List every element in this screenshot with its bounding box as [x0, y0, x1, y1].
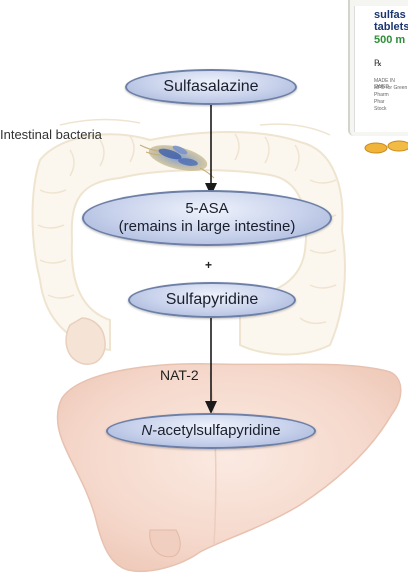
bottle-fine-print-1: MADE IN SWED: [374, 78, 395, 90]
medicine-bottle: sulfas tablets 500 m ℞ MADE IN SWED MFD …: [348, 0, 408, 138]
five-asa-text: 5-ASA: [185, 200, 229, 217]
intestine-haustra-lines: [37, 118, 337, 325]
bacteria-icon: [139, 144, 215, 179]
bottle-drug-name: sulfas: [374, 9, 406, 21]
bottle-fine-print-5: Stock: [374, 106, 387, 112]
plus-sign: +: [205, 258, 213, 272]
liver-illustration: [56, 363, 402, 572]
sulfapyridine-node: Sulfapyridine: [128, 282, 296, 318]
sulfapyridine-text: Sulfapyridine: [165, 291, 259, 309]
bottle-fine-print-3: Pharm: [374, 92, 389, 98]
bottle-form: tablets: [374, 21, 408, 33]
sulfasalazine-node: Sulfasalazine: [125, 69, 297, 105]
bottle-rx-symbol: ℞: [374, 58, 383, 68]
bottle-fine-print-4: Phar: [374, 99, 385, 105]
bottle-label: [354, 6, 408, 132]
bottle-strength: 500 m: [374, 34, 406, 46]
intestinal-bacteria-label: Intestinal bacteria: [0, 127, 102, 142]
cecum-illustration: [65, 317, 106, 365]
five-asa-node: 5-ASA (remains in large intestine): [82, 190, 332, 246]
sulfasalazine-text: Sulfasalazine: [163, 78, 259, 96]
n-acetyl-italic-prefix: N: [141, 422, 153, 439]
n-acetylsulfapyridine-node: N-acetylsulfapyridine: [106, 413, 316, 449]
bottle-fine-print-2: MFD for Green: [374, 85, 408, 91]
tablets-icon: [364, 140, 408, 154]
gallbladder-illustration: [149, 529, 181, 558]
nat2-enzyme-label: NAT-2: [160, 367, 199, 383]
five-asa-subtext: (remains in large intestine): [118, 218, 296, 235]
n-acetylsulfapyridine-text: -acetylsulfapyridine: [152, 422, 281, 439]
